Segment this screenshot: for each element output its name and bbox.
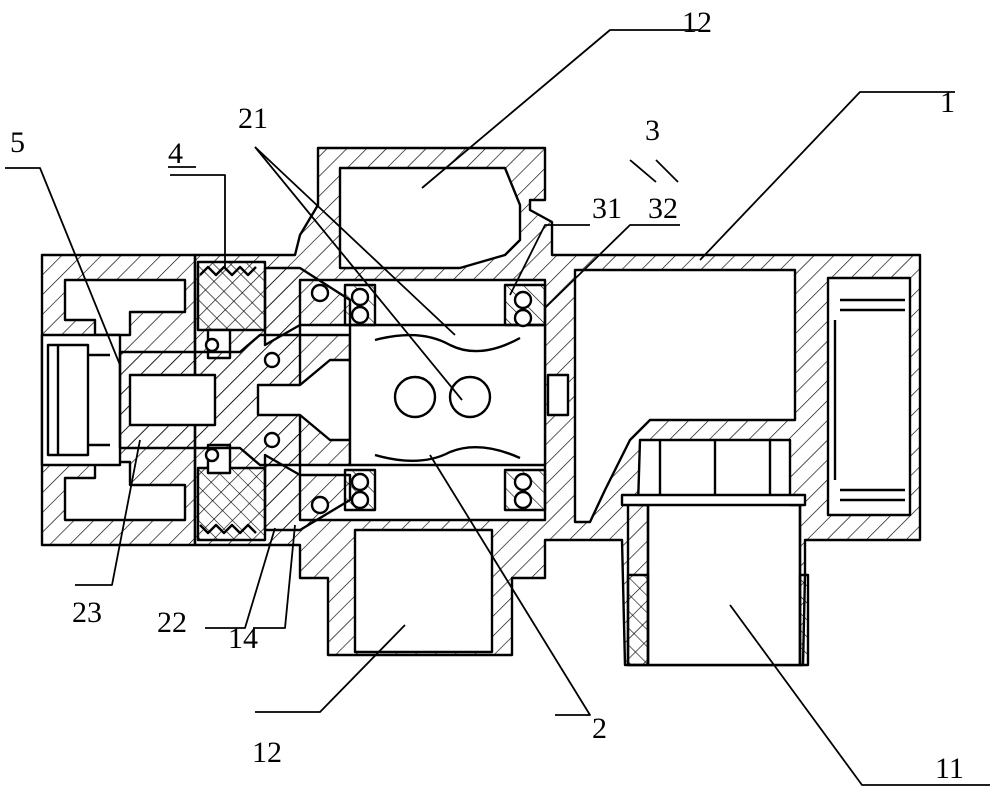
label-11: 11 bbox=[935, 752, 964, 785]
label-12-bottom: 12 bbox=[252, 736, 282, 769]
valve-core bbox=[348, 323, 547, 467]
label-32: 32 bbox=[648, 192, 678, 225]
label-31: 31 bbox=[592, 192, 622, 225]
bearings bbox=[204, 283, 547, 515]
label-2: 2 bbox=[592, 712, 607, 745]
label-1: 1 bbox=[940, 86, 955, 119]
shaft bbox=[118, 333, 352, 467]
label-23: 23 bbox=[72, 596, 102, 629]
label-21: 21 bbox=[238, 102, 268, 135]
label-14: 14 bbox=[228, 622, 258, 655]
part-labels: 12 1 3 31 32 21 4 5 23 22 14 12 2 11 bbox=[10, 6, 964, 785]
leader-lines bbox=[5, 29, 990, 786]
end-cap bbox=[40, 253, 197, 547]
label-22: 22 bbox=[157, 606, 187, 639]
label-5: 5 bbox=[10, 126, 25, 159]
valve-body bbox=[193, 146, 922, 667]
label-12-top: 12 bbox=[682, 6, 712, 39]
label-3: 3 bbox=[645, 114, 660, 147]
label-4: 4 bbox=[168, 137, 183, 170]
